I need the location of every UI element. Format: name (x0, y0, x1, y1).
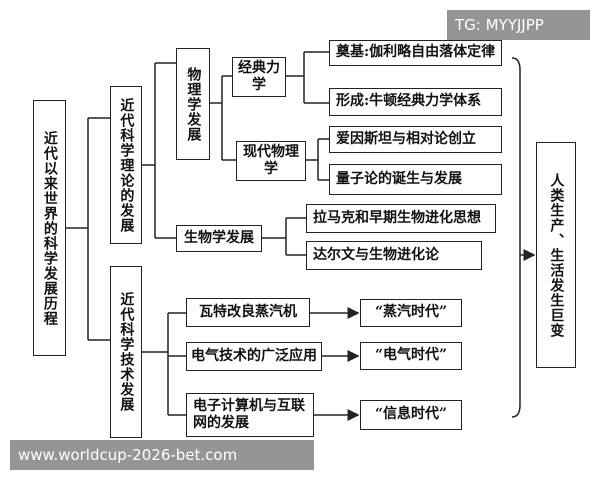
info-era-label: “信息时代” (374, 406, 448, 423)
relativity-node: 爱因斯坦与相对论创立 (329, 126, 502, 153)
electric-era-label: “电气时代” (374, 347, 448, 364)
lamarck-label: 拉马克和早期生物进化思想 (313, 209, 481, 226)
classical-mechanics-node: 经典力学 (232, 57, 286, 97)
result-label: 人类生产、生活发生巨变 (548, 172, 565, 338)
bottom-watermark-text: www.worldcup-2026-bet.com (18, 446, 238, 464)
relativity-label: 爱因斯坦与相对论创立 (336, 130, 476, 147)
root-label: 近代以来世界的科学发展历程 (41, 130, 58, 326)
biology-label: 生物学发展 (184, 229, 254, 246)
steam-era-label: “蒸汽时代” (374, 304, 448, 321)
modern-physics-label: 现代物理学 (243, 143, 299, 178)
top-watermark-text: TG: MYYJJPP (455, 16, 544, 34)
quantum-node: 量子论的诞生与发展 (329, 164, 502, 195)
classical-mechanics-label: 经典力学 (238, 59, 280, 94)
bottom-watermark: www.worldcup-2026-bet.com (10, 440, 314, 470)
classical-foundation-node: 奠基:伽利略自由落体定律 (329, 40, 502, 66)
electric-era-node: “电气时代” (360, 342, 462, 370)
classical-formation-node: 形成:牛顿经典力学体系 (329, 88, 502, 116)
root-node: 近代以来世界的科学发展历程 (33, 100, 66, 356)
computer-internet-node: 电子计算机与互联网的发展 (186, 393, 314, 437)
theory-branch-label: 近代科学理论的发展 (118, 97, 135, 233)
theory-branch-node: 近代科学理论的发展 (110, 86, 142, 244)
quantum-label: 量子论的诞生与发展 (336, 170, 462, 187)
electric-tech-node: 电气技术的广泛应用 (186, 342, 322, 371)
top-watermark: TG: MYYJJPP (447, 10, 590, 40)
tech-branch-node: 近代科学技术发展 (110, 266, 142, 438)
darwin-label: 达尔文与生物进化论 (313, 246, 439, 263)
computer-internet-label: 电子计算机与互联网的发展 (193, 397, 305, 432)
physics-node: 物理学发展 (176, 48, 210, 160)
darwin-node: 达尔文与生物进化论 (306, 241, 482, 270)
steam-era-node: “蒸汽时代” (360, 299, 462, 327)
classical-formation-label: 形成:牛顿经典力学体系 (336, 93, 482, 110)
result-node: 人类生产、生活发生巨变 (536, 142, 576, 368)
physics-label: 物理学发展 (185, 66, 202, 142)
info-era-node: “信息时代” (360, 400, 462, 430)
electric-tech-label: 电气技术的广泛应用 (191, 347, 317, 364)
biology-node: 生物学发展 (176, 225, 262, 252)
classical-foundation-label: 奠基:伽利略自由落体定律 (336, 44, 496, 61)
modern-physics-node: 现代物理学 (236, 141, 306, 181)
steam-engine-node: 瓦特改良蒸汽机 (186, 298, 310, 327)
steam-engine-label: 瓦特改良蒸汽机 (199, 303, 297, 320)
lamarck-node: 拉马克和早期生物进化思想 (306, 204, 496, 233)
tech-branch-label: 近代科学技术发展 (118, 292, 135, 412)
